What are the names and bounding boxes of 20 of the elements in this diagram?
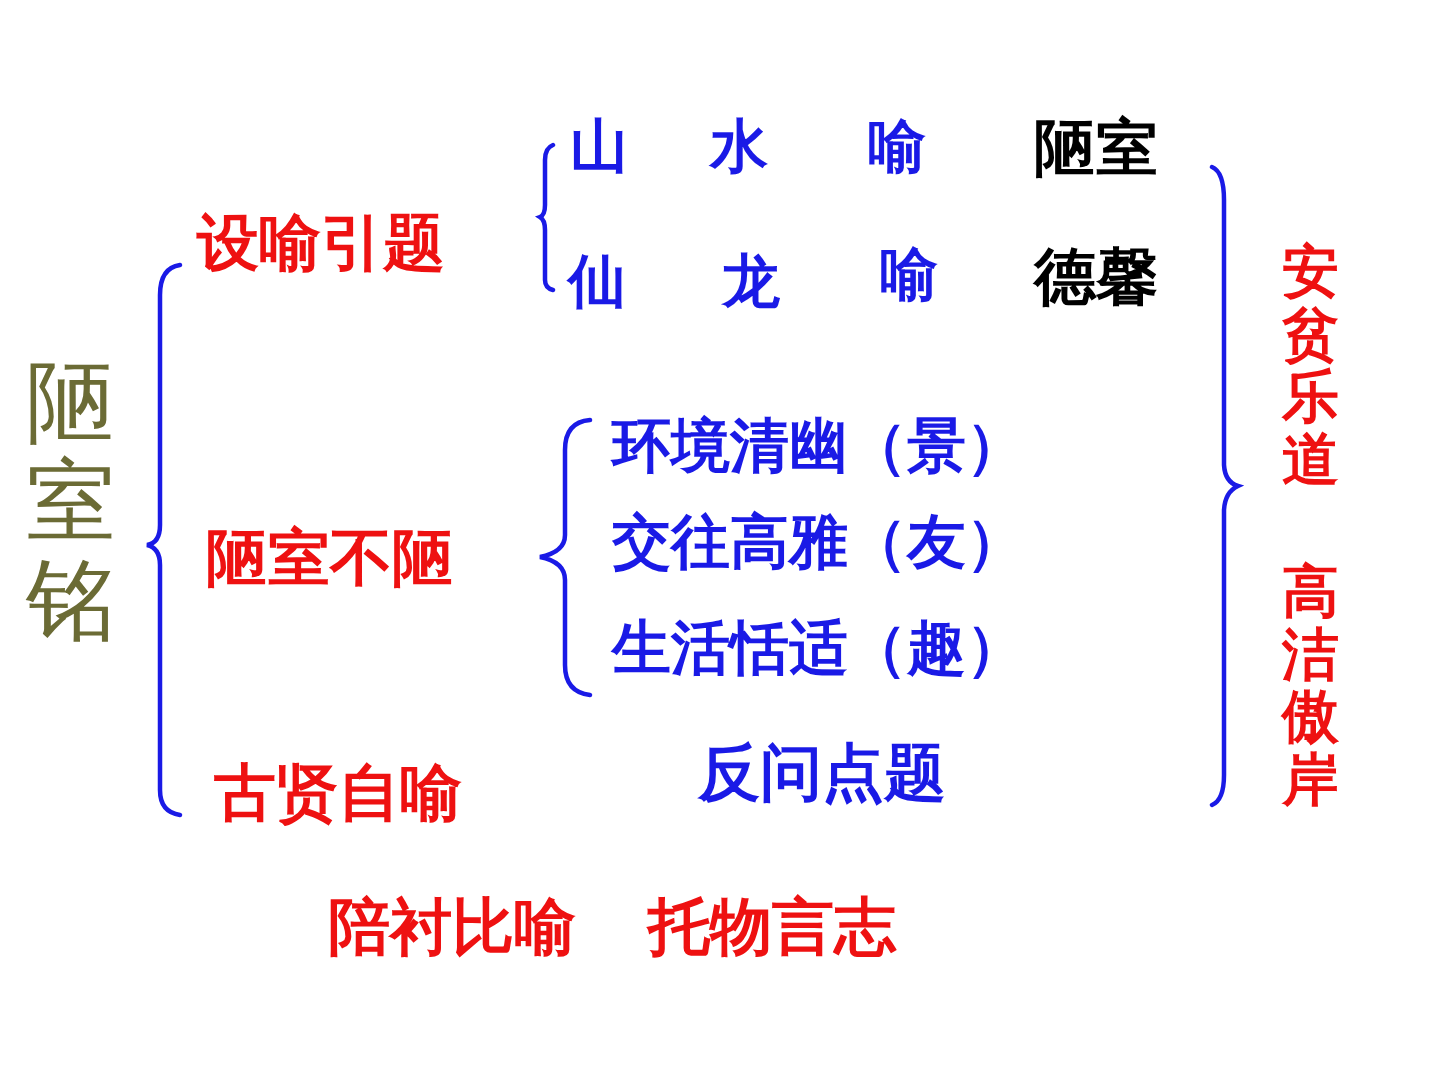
text-label: 设喻引题 xyxy=(197,212,445,274)
text-label: 反问点题 xyxy=(698,742,946,804)
text-label: 山 xyxy=(570,117,628,175)
text-label: 陪衬比喻 xyxy=(328,896,576,958)
text-label: 交往高雅（友） xyxy=(612,512,1025,571)
text-label: 环境清幽（景） xyxy=(612,416,1025,475)
text-label: 古贤自喻 xyxy=(214,762,462,824)
vertical-text: 安贫乐道 xyxy=(1282,240,1339,491)
text-label: 生活恬适（趣） xyxy=(612,618,1025,677)
text-label: 陋室不陋 xyxy=(206,527,454,589)
text-label: 陋室 xyxy=(1034,117,1158,179)
vertical-text: 高洁傲岸 xyxy=(1282,560,1339,811)
text-label: 水 xyxy=(710,117,768,175)
text-label: 龙 xyxy=(722,252,780,310)
text-label: 仙 xyxy=(568,252,626,310)
text-label: 德馨 xyxy=(1034,246,1158,308)
text-label: 托物言志 xyxy=(648,896,896,958)
text-label: 喻 xyxy=(868,117,926,175)
title: 陋室铭 xyxy=(26,352,116,649)
text-label: 喻 xyxy=(880,245,938,303)
